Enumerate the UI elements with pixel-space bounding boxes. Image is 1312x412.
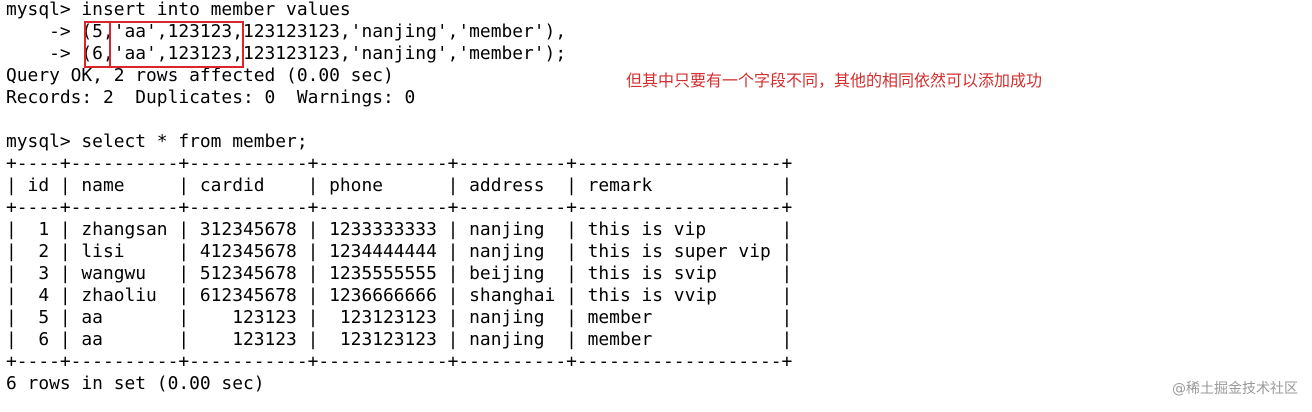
terminal-line [6,109,792,131]
table-border: +----+----------+-----------+-----------… [6,153,793,174]
table-row: | 5 | aa | 123123 | 123123123 | nanjing … [6,307,793,328]
terminal-line: Query OK, 2 rows affected (0.00 sec) [6,65,394,86]
table-border: +----+----------+-----------+-----------… [6,351,793,372]
terminal-line: 6 rows in set (0.00 sec) [6,373,265,394]
table-row: | 1 | zhangsan | 312345678 | 1233333333 … [6,219,793,240]
annotation-note: 但其中只要有一个字段不同，其他的相同依然可以添加成功 [626,71,1043,90]
highlight-box-id [84,21,111,68]
terminal-line: -> (5,'aa',123123,123123123,'nanjing','m… [6,21,567,42]
table-header-row: | id | name | cardid | phone | address |… [6,175,793,196]
table-row: | 3 | wangwu | 512345678 | 1235555555 | … [6,263,793,284]
terminal-line: mysql> select * from member; [6,131,308,152]
table-row: | 4 | zhaoliu | 612345678 | 1236666666 |… [6,285,793,306]
table-border: +----+----------+-----------+-----------… [6,197,793,218]
terminal-line: -> (6,'aa',123123,123123123,'nanjing','m… [6,43,567,64]
watermark: @稀土掘金技术社区 [1172,381,1298,397]
table-row: | 6 | aa | 123123 | 123123123 | nanjing … [6,329,793,350]
terminal-line: mysql> insert into member values [6,0,351,20]
terminal-line: Records: 2 Duplicates: 0 Warnings: 0 [6,87,416,108]
terminal-output: mysql> insert into member values -> (5,'… [6,0,792,395]
table-row: | 2 | lisi | 412345678 | 1234444444 | na… [6,241,793,262]
